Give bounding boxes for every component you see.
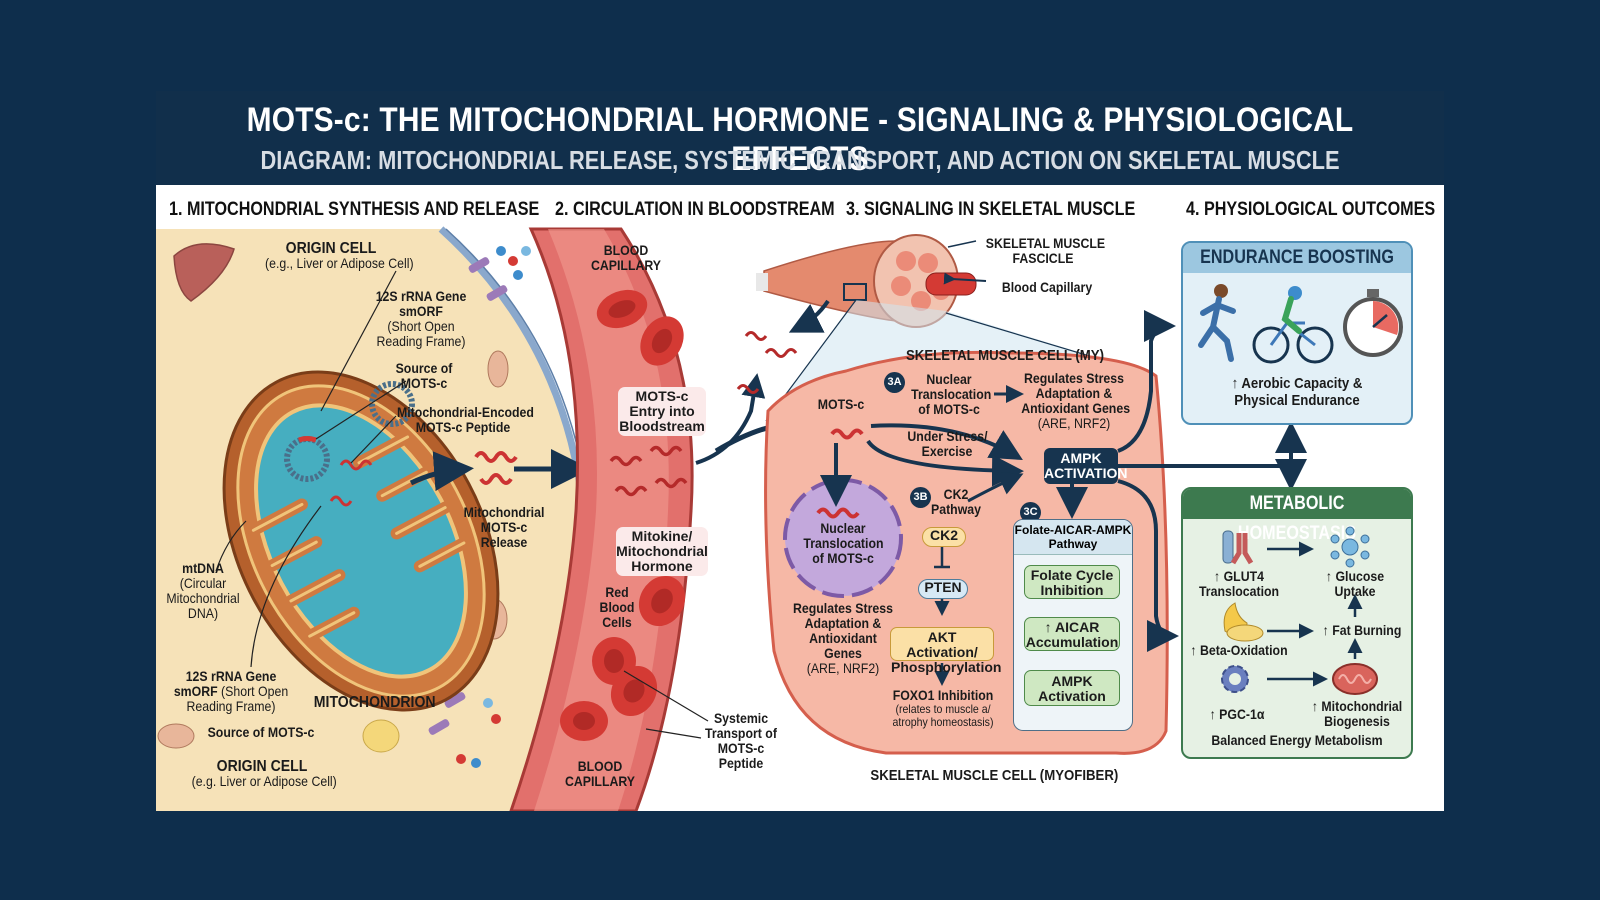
stopwatch-icon xyxy=(1343,289,1403,357)
blood-capillary-pointer-label: Blood Capillary xyxy=(1001,279,1093,295)
mtdna-ring-icon xyxy=(284,436,330,482)
endurance-caption: ↑ Aerobic Capacity & Physical Endurance xyxy=(1231,375,1363,409)
fat-droplet-icon xyxy=(1223,602,1264,642)
regulates-stress-3a-label: Regulates Stress Adaptation & Antioxidan… xyxy=(1021,370,1131,431)
diagram-canvas: MOTS-c: THE MITOCHONDRIAL HORMONE - SIGN… xyxy=(156,91,1444,811)
origin-cell-label-top: ORIGIN CELL (e.g., Liver or Adipose Cell… xyxy=(265,240,414,271)
glucose-uptake-label: ↑ Glucose Uptake xyxy=(1325,568,1385,599)
release-arrow xyxy=(409,451,474,492)
exiting-mots-c-peptides xyxy=(736,331,798,394)
ck2-pathway-label: CK2 Pathway xyxy=(931,486,981,517)
mtdna-label: mtDNA (Circular Mitochondrial DNA) xyxy=(166,560,240,621)
mots-c-peptide-icon xyxy=(830,428,864,440)
membrane-transporter-bottom xyxy=(428,692,501,768)
mito-encoded-peptide-label: Mitochondrial-Encoded MOTS-c Peptide xyxy=(397,404,534,435)
small-mitochondrion-icon xyxy=(157,723,195,749)
ampk-activation-node: AMPK ACTIVATION xyxy=(1044,448,1127,484)
systemic-transport-label: Systemic Transport of MOTS-c Peptide xyxy=(705,710,777,771)
ampk-activation-step: AMPK Activation xyxy=(1024,670,1120,706)
nuclear-translocation-3a-label: Nuclear Translocation of MOTS-c xyxy=(911,371,992,417)
membrane-transporter-top xyxy=(468,246,531,301)
glut4-transporter-icon xyxy=(1222,530,1254,565)
blood-capillary-label-bottom: BLOOD CAPILLARY xyxy=(564,758,636,789)
glut4-label: ↑ GLUT4 Translocation xyxy=(1198,568,1280,599)
section-heading-3: 3. SIGNALING IN SKELETAL MUSCLE xyxy=(846,199,1136,220)
akt-activation-node: AKT Activation/ Phosphorylation xyxy=(890,627,1002,675)
mots-c-peptide-icon xyxy=(339,459,373,471)
endurance-boosting-box: ENDURANCE BOOSTING ↑ Aerobic Capacity xyxy=(1181,241,1413,425)
metabolic-title: METABOLIC HOMEOSTASIS xyxy=(1183,489,1411,544)
header-banner: MOTS-c: THE MITOCHONDRIAL HORMONE - SIGN… xyxy=(156,91,1444,185)
beta-oxidation-label: ↑ Beta-Oxidation xyxy=(1190,642,1288,658)
pten-node: PTEN xyxy=(918,579,968,599)
step-badge-3b: 3B xyxy=(910,487,931,508)
nucleus-label: Nuclear Translocation of MOTS-c xyxy=(803,520,884,566)
mitochondrion-label: MITOCHONDRION xyxy=(313,694,436,711)
liver-icon xyxy=(173,243,235,302)
source-of-mots-c-bottom-label: Source of MOTS-c xyxy=(207,724,315,740)
step-badge-3a: 3A xyxy=(884,372,905,393)
section-heading-1: 1. MITOCHONDRIAL SYNTHESIS AND RELEASE xyxy=(169,199,540,220)
mots-c-label: MOTS-c xyxy=(817,396,865,412)
ck2-node: CK2 xyxy=(922,527,966,547)
muscle-fascicle-icon xyxy=(756,234,987,333)
mitochondrial-release-label: Mitochondrial MOTS-c Release xyxy=(463,504,545,550)
balanced-energy-label: Balanced Energy Metabolism xyxy=(1211,732,1383,748)
source-of-mots-c-label: Source of MOTS-c xyxy=(395,360,453,391)
mots-c-peptide-icon xyxy=(479,473,513,485)
folate-pathway-title: Folate-AICAR-AMPK Pathway xyxy=(1014,520,1132,555)
entry-into-bloodstream-label: MOTS-c Entry into Bloodstream xyxy=(618,387,706,436)
mots-c-peptide-icon xyxy=(329,495,353,507)
circulating-mots-c-peptides xyxy=(609,445,688,497)
mots-c-peptide-icon xyxy=(816,507,860,519)
mitochondrion xyxy=(222,370,500,712)
blood-capillary-label-top: BLOOD CAPILLARY xyxy=(590,242,662,273)
step-badge-3c: 3C xyxy=(1020,502,1041,523)
cyclist-icon xyxy=(1252,286,1334,364)
fascicle-label: SKELETAL MUSCLE FASCICLE xyxy=(985,235,1106,266)
aicar-accumulation-step: ↑ AICAR Accumulation xyxy=(1024,617,1120,651)
red-blood-cell-icon xyxy=(560,289,686,741)
metabolic-icons xyxy=(1221,526,1378,695)
red-blood-cells-label: Red Blood Cells xyxy=(599,584,635,630)
fat-burning-label: ↑ Fat Burning xyxy=(1322,622,1402,638)
gene-smorf-label: 12S rRNA Gene smORF (Short Open Reading … xyxy=(375,288,467,349)
under-stress-label: Under Stress/ Exercise xyxy=(907,428,988,459)
endurance-icons xyxy=(1198,284,1403,364)
origin-cell-label-bottom: ORIGIN CELL (e.g. Liver or Adipose Cell) xyxy=(191,758,337,789)
metabolic-homeostasis-box: METABOLIC HOMEOSTASIS ↑ GLUT4 Translocat… xyxy=(1181,487,1413,759)
gene-smorf-label-bottom: 12S rRNA Gene smORF (Short Open Reading … xyxy=(173,668,289,714)
folate-aicar-ampk-pathway: Folate-AICAR-AMPK Pathway Folate Cycle I… xyxy=(1013,519,1133,731)
mtdna-ring-icon xyxy=(369,381,415,427)
myofiber-label: SKELETAL MUSCLE CELL (MYOFIBER) xyxy=(870,767,1119,784)
endurance-title: ENDURANCE BOOSTING xyxy=(1183,243,1411,273)
mitochondrial-biogenesis-label: ↑ Mitochondrial Biogenesis xyxy=(1311,698,1403,729)
foxo1-inhibition-label: FOXO1 Inhibition (relates to muscle a/ a… xyxy=(892,687,994,729)
muscle-cell-title: SKELETAL MUSCLE CELL (MY) xyxy=(906,347,1104,364)
page-subtitle: DIAGRAM: MITOCHONDRIAL RELEASE, SYSTEMIC… xyxy=(260,145,1340,175)
mots-c-peptide-icon xyxy=(474,451,518,463)
section-heading-2: 2. CIRCULATION IN BLOODSTREAM xyxy=(555,199,835,220)
pgc1a-gear-icon xyxy=(1221,665,1249,693)
pgc1a-label: ↑ PGC-1α xyxy=(1209,706,1265,722)
section-heading-4: 4. PHYSIOLOGICAL OUTCOMES xyxy=(1186,199,1436,220)
mitokine-label: Mitokine/ Mitochondrial Hormone xyxy=(616,527,708,576)
folate-cycle-inhibition-step: Folate Cycle Inhibition xyxy=(1024,565,1120,599)
small-mitochondrion-icon xyxy=(487,350,509,388)
lipid-droplet-icon xyxy=(362,719,400,753)
glucose-molecule-icon xyxy=(1330,526,1370,568)
runner-icon xyxy=(1198,284,1236,362)
mitochondrion-icon xyxy=(1332,663,1378,695)
regulates-stress-nucleus-label: Regulates Stress Adaptation & Antioxidan… xyxy=(793,600,893,676)
page-title: MOTS-c: THE MITOCHONDRIAL HORMONE - SIGN… xyxy=(246,101,1354,178)
